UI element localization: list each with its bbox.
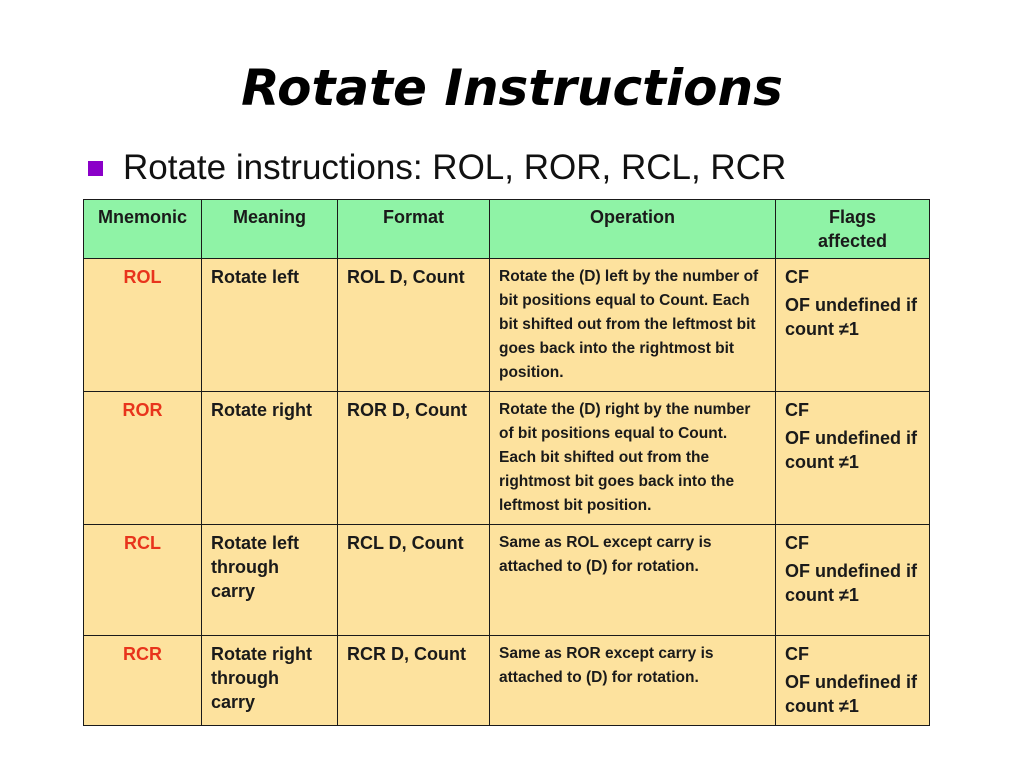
flag-cf: CF — [785, 533, 809, 553]
cell-meaning: Rotate right — [201, 391, 338, 525]
cell-format: ROL D, Count — [337, 258, 490, 392]
flag-cf: CF — [785, 267, 809, 287]
flag-of: OF undefined if count ≠1 — [785, 428, 917, 472]
cell-format: RCL D, Count — [337, 524, 490, 636]
flag-of: OF undefined if count ≠1 — [785, 295, 917, 339]
cell-mnemonic: RCR — [83, 635, 202, 726]
cell-meaning: Rotate left through carry — [201, 524, 338, 636]
header-operation: Operation — [489, 199, 776, 259]
cell-flags: CF OF undefined if count ≠1 — [775, 524, 930, 636]
cell-mnemonic: ROR — [83, 391, 202, 525]
cell-flags: CF OF undefined if count ≠1 — [775, 258, 930, 392]
table-row: RCL Rotate left through carry RCL D, Cou… — [83, 524, 930, 636]
cell-mnemonic: RCL — [83, 524, 202, 636]
cell-mnemonic: ROL — [83, 258, 202, 392]
header-meaning: Meaning — [201, 199, 338, 259]
table-row: ROL Rotate left ROL D, Count Rotate the … — [83, 258, 930, 392]
cell-meaning: Rotate right through carry — [201, 635, 338, 726]
table-header-row: Mnemonic Meaning Format Operation Flags … — [83, 199, 930, 259]
flag-cf: CF — [785, 400, 809, 420]
bullet-text: Rotate instructions: ROL, ROR, RCL, RCR — [123, 148, 787, 187]
cell-format: RCR D, Count — [337, 635, 490, 726]
header-flags-affected: Flags affected — [775, 199, 930, 259]
cell-operation: Same as ROL except carry is attached to … — [489, 524, 776, 636]
slide-title: Rotate Instructions — [241, 59, 783, 117]
cell-operation: Rotate the (D) left by the number of bit… — [489, 258, 776, 392]
table-row: ROR Rotate right ROR D, Count Rotate the… — [83, 391, 930, 525]
flag-of: OF undefined if count ≠1 — [785, 672, 917, 716]
flag-of: OF undefined if count ≠1 — [785, 561, 917, 605]
cell-flags: CF OF undefined if count ≠1 — [775, 635, 930, 726]
bullet-point: Rotate instructions: ROL, ROR, RCL, RCR — [88, 146, 786, 190]
cell-format: ROR D, Count — [337, 391, 490, 525]
header-format: Format — [337, 199, 490, 259]
cell-flags: CF OF undefined if count ≠1 — [775, 391, 930, 525]
square-bullet-icon — [88, 160, 103, 176]
cell-meaning: Rotate left — [201, 258, 338, 392]
table-row: RCR Rotate right through carry RCR D, Co… — [83, 635, 930, 726]
flag-cf: CF — [785, 644, 809, 664]
header-mnemonic: Mnemonic — [83, 199, 202, 259]
rotate-instructions-table: Mnemonic Meaning Format Operation Flags … — [83, 199, 930, 726]
cell-operation: Same as ROR except carry is attached to … — [489, 635, 776, 726]
cell-operation: Rotate the (D) right by the number of bi… — [489, 391, 776, 525]
